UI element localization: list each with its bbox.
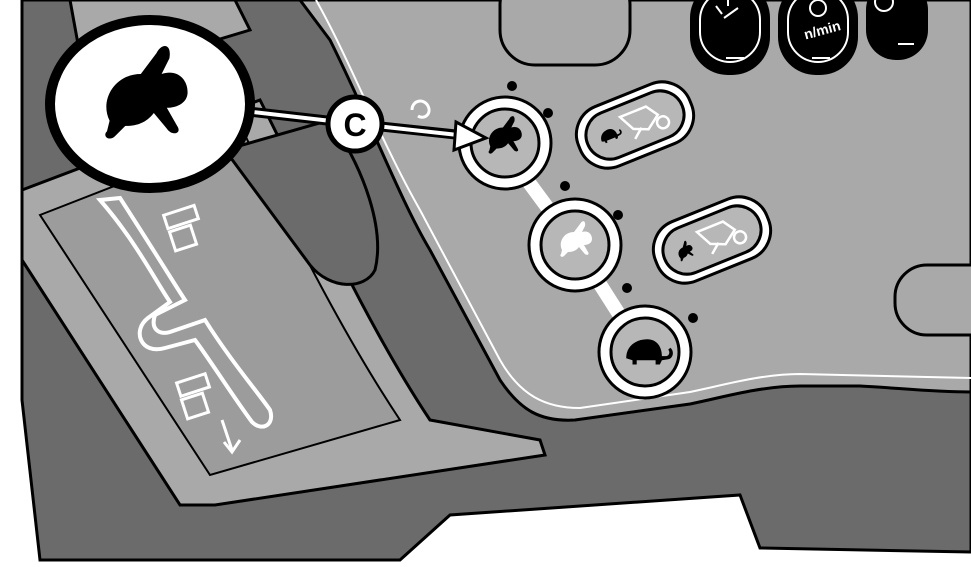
indicator-dot: [507, 81, 517, 91]
indicator-dot: [613, 210, 623, 220]
arrowhead: [452, 119, 490, 153]
dial-right[interactable]: [866, 0, 928, 60]
fan-icon: [715, 0, 739, 19]
indicator-dot: [688, 313, 698, 323]
dial-left[interactable]: [690, 0, 770, 75]
lever-gate: [95, 195, 274, 429]
implement-lower-icon: [174, 371, 242, 455]
slow-speed-button[interactable]: [597, 304, 693, 400]
main-panel: [298, 0, 971, 422]
rpm-icon: [809, 0, 827, 17]
callout-marker: C: [325, 94, 385, 154]
tractor-implement-icon: [694, 220, 748, 255]
indicator-dot: [543, 108, 553, 118]
zoom-callout-bubble: [45, 15, 255, 193]
dial-middle[interactable]: n/min: [778, 0, 858, 75]
indicator-lights: [507, 81, 698, 323]
fast-speed-button[interactable]: [457, 95, 553, 191]
side-key[interactable]: [893, 263, 971, 337]
hook-icon: [410, 99, 431, 119]
callout-arrow-inner: [375, 124, 459, 137]
indicator-dot: [622, 283, 632, 293]
indicator-dot: [560, 181, 570, 191]
auto-mode-fast-key[interactable]: [644, 188, 779, 292]
tractor-implement-icon: [617, 105, 671, 140]
callout-letter: C: [343, 107, 366, 143]
implement-raise-icon: [161, 203, 201, 253]
top-panel-button[interactable]: [498, 0, 632, 67]
lever-slot: [222, 118, 380, 286]
main-panel-rim: [315, 0, 971, 410]
auto-mode-slow-key[interactable]: [567, 73, 702, 177]
dial-icon: [874, 0, 894, 12]
medium-speed-button[interactable]: [527, 197, 623, 293]
